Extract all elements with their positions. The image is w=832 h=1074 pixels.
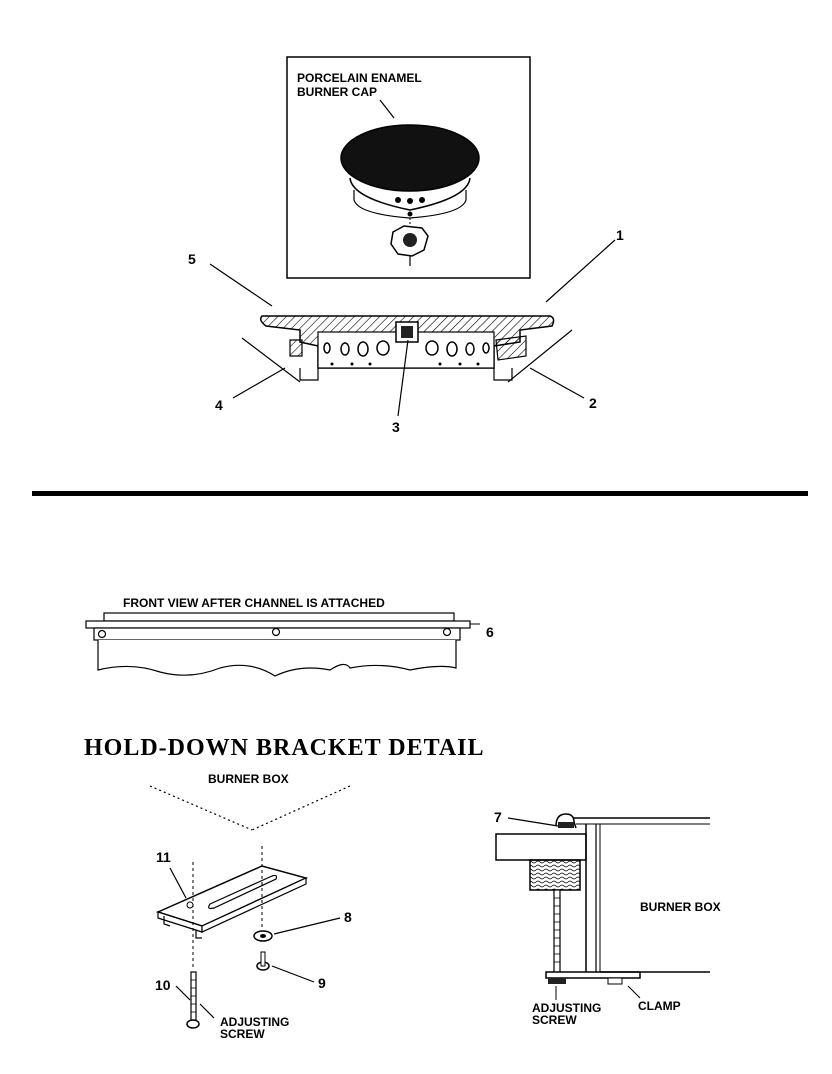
callout-8: 8	[344, 909, 352, 925]
right-adjusting-label-line1: ADJUSTING	[532, 1001, 601, 1015]
left-burner-box-label: BURNER BOX	[208, 772, 289, 786]
callout-4: 4	[215, 397, 223, 413]
callout-2: 2	[589, 395, 597, 411]
cap-label-line2: BURNER CAP	[297, 85, 377, 99]
front-view-drawing: FRONT VIEW AFTER CHANNEL IS ATTACHED 6	[85, 596, 494, 677]
burner-cap-drawing	[340, 124, 480, 266]
cap-leader-line	[379, 99, 395, 119]
burner-callouts: 1 5 4 2 3	[188, 227, 624, 435]
clamp-label: CLAMP	[638, 999, 681, 1013]
front-view-caption: FRONT VIEW AFTER CHANNEL IS ATTACHED	[123, 596, 385, 610]
left-adjusting-label-line1: ADJUSTING	[220, 1015, 289, 1029]
callout-3: 3	[392, 419, 400, 435]
callout-7: 7	[494, 809, 502, 825]
bracket-installed-view: 7 BURNER BOX ADJUSTING SCREW CLAMP	[494, 809, 721, 1027]
callout-1: 1	[616, 227, 624, 243]
burner-cap-inset: PORCELAIN ENAMEL BURNER CAP	[286, 56, 531, 279]
cap-label-line1: PORCELAIN ENAMEL	[297, 71, 422, 85]
callout-5: 5	[188, 251, 196, 267]
bracket-detail-title: HOLD-DOWN BRACKET DETAIL	[84, 735, 485, 761]
callout-10: 10	[155, 977, 171, 993]
callout-9: 9	[318, 975, 326, 991]
right-adjusting-label-line2: SCREW	[532, 1013, 577, 1027]
bracket-exploded-view: BURNER BOX 11 8 9	[149, 772, 352, 1041]
callout-11: 11	[156, 849, 171, 865]
left-adjusting-label-line2: SCREW	[220, 1027, 265, 1041]
right-burner-box-label: BURNER BOX	[640, 900, 721, 914]
callout-6: 6	[486, 624, 494, 640]
section-divider	[32, 491, 808, 496]
